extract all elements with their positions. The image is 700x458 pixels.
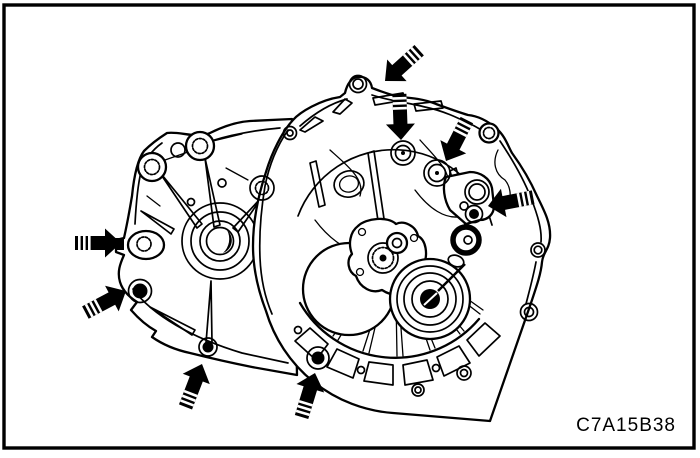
bolt-arrows-layer [75,45,535,420]
bolt-arrow-icon [440,116,474,161]
bell-housing-drawing [249,74,552,423]
seal-plug [447,224,482,268]
recessed-bolts [249,140,451,370]
bolt-arrow-icon [385,45,424,82]
rear-bearing [388,257,472,341]
bolt-arrow-icon [294,373,325,420]
mount-bracket [442,170,496,226]
bolt [127,278,218,357]
flange-slots [294,322,501,386]
bolt-arrow-icon [75,228,121,258]
bolt-arrow-icon [488,188,535,218]
bolt-arrow-icon [178,364,210,410]
figure-code: C7A15B38 [576,415,676,436]
bolt-arrow-icon [82,285,126,319]
bolt-arrow-icon [385,93,415,140]
